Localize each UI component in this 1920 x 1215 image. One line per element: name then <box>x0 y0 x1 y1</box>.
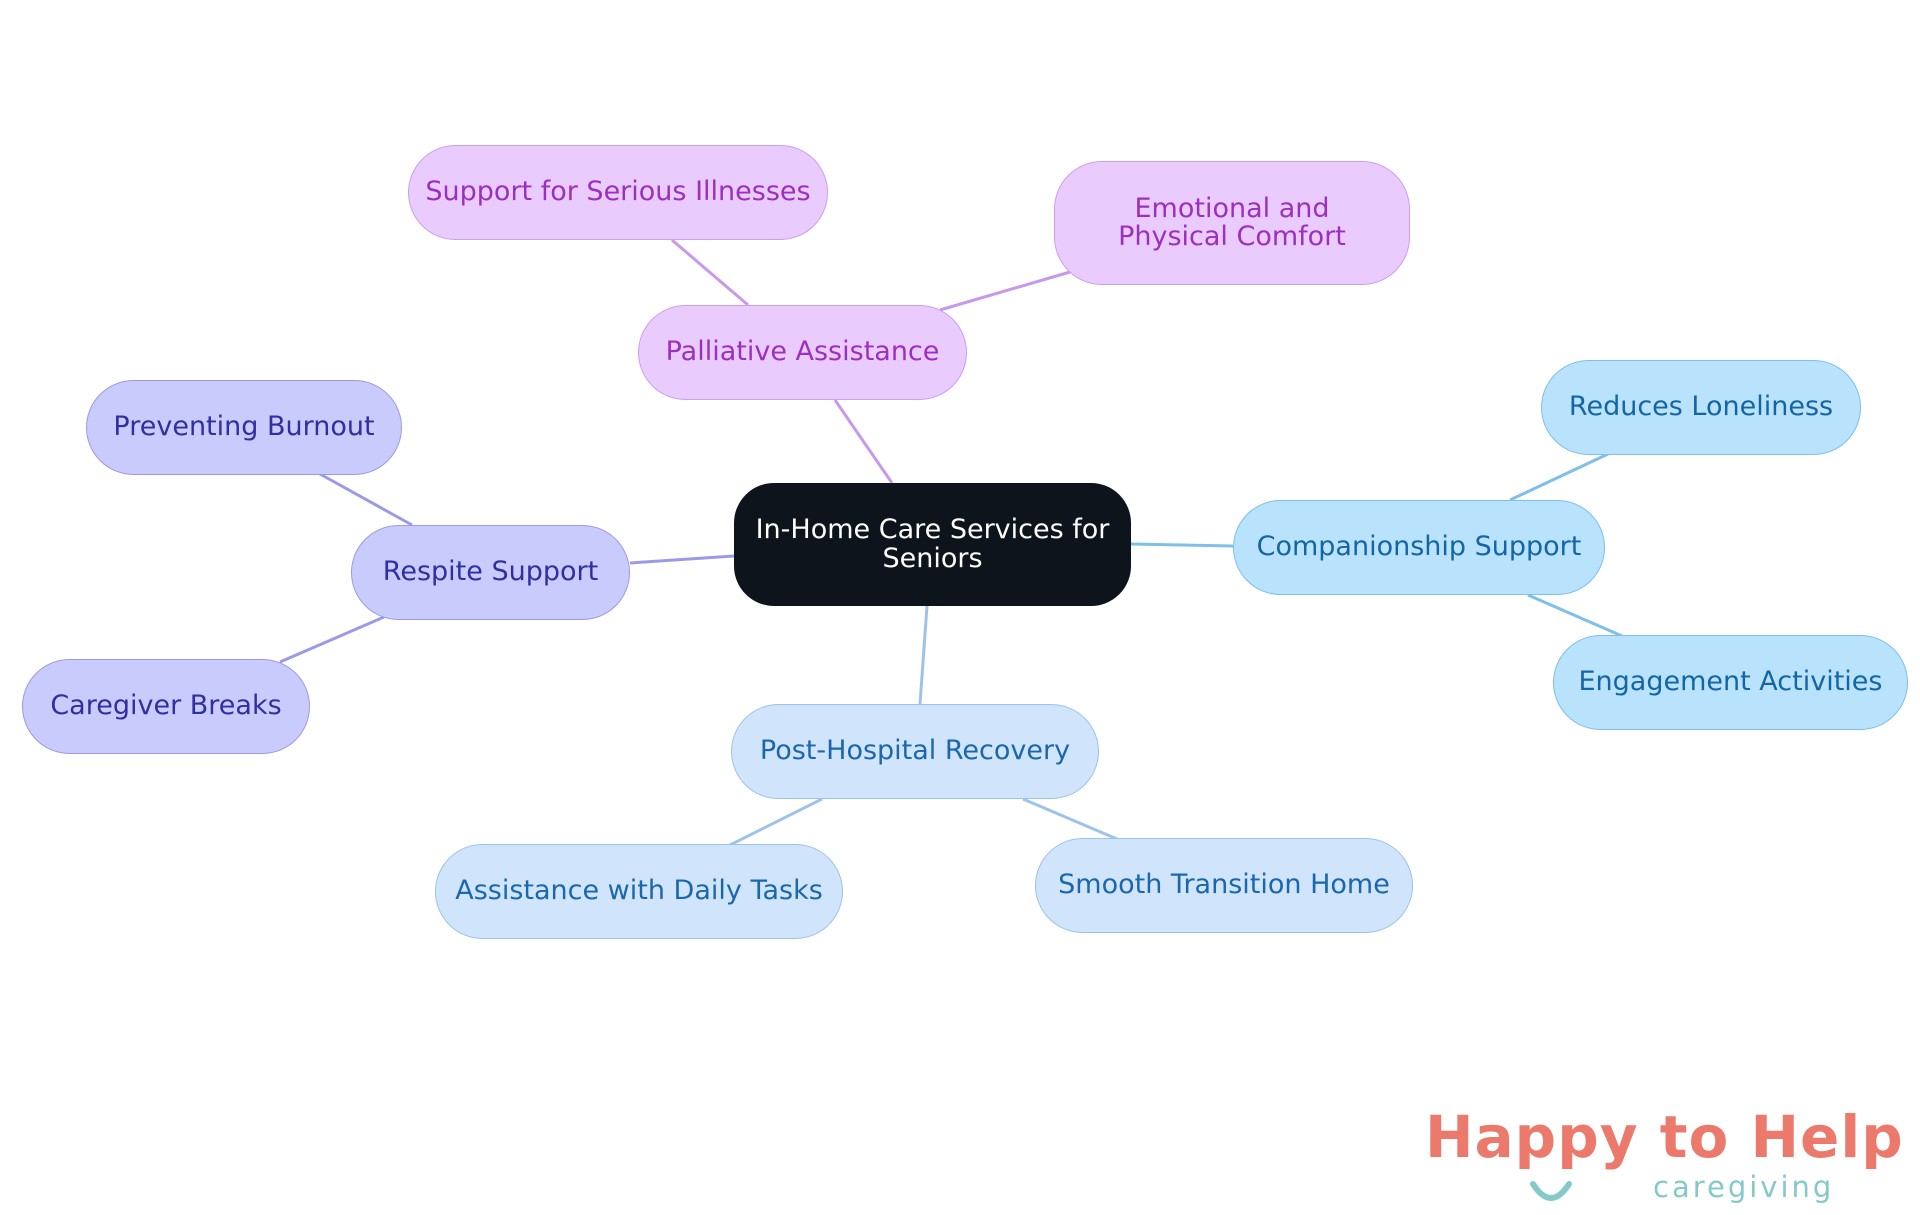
leaf-label: Engagement Activities <box>1578 666 1883 698</box>
branch-node-post-hospital-recovery: Post-Hospital Recovery <box>731 704 1099 799</box>
leaf-node-assistance-daily-tasks: Assistance with Daily Tasks <box>435 844 843 939</box>
connector-respite-breaks <box>279 615 385 664</box>
leaf-label: Assistance with Daily Tasks <box>455 875 823 907</box>
connector-palliative-comfort <box>939 270 1071 312</box>
leaf-label: Support for Serious Illnesses <box>425 176 811 208</box>
connector-respite-burnout <box>319 472 413 527</box>
branch-label: Companionship Support <box>1256 531 1582 563</box>
leaf-node-reduces-loneliness: Reduces Loneliness <box>1541 360 1861 455</box>
connector-recovery-daily <box>729 797 823 847</box>
connector-center-companionship <box>1130 542 1234 548</box>
central-node-label: In-Home Care Services for Seniors <box>755 514 1110 574</box>
connector-palliative-serious <box>671 238 749 307</box>
branch-label: Palliative Assistance <box>665 336 940 368</box>
central-node: In-Home Care Services for Seniors <box>734 483 1131 606</box>
leaf-label: Caregiver Breaks <box>50 690 282 722</box>
leaf-label: Reduces Loneliness <box>1568 391 1834 423</box>
leaf-node-preventing-burnout: Preventing Burnout <box>86 380 402 475</box>
connector-center-recovery <box>918 605 929 705</box>
branch-label: Respite Support <box>382 556 599 588</box>
leaf-node-smooth-transition-home: Smooth Transition Home <box>1035 838 1413 933</box>
connector-companionship-loneliness <box>1509 452 1609 502</box>
logo-subtitle: caregiving <box>1653 1170 1835 1204</box>
logo-title: Happy to Help <box>1425 1103 1904 1171</box>
branch-node-palliative-assistance: Palliative Assistance <box>638 305 967 400</box>
leaf-node-support-serious-illnesses: Support for Serious Illnesses <box>408 145 828 240</box>
leaf-node-emotional-physical-comfort: Emotional and Physical Comfort <box>1054 161 1410 285</box>
connector-center-palliative <box>833 399 894 484</box>
smile-icon <box>1530 1181 1572 1201</box>
leaf-node-engagement-activities: Engagement Activities <box>1553 635 1908 730</box>
connector-center-respite <box>629 554 735 565</box>
leaf-label: Emotional and Physical Comfort <box>1118 192 1346 252</box>
brand-logo: Happy to Help caregiving <box>1425 1108 1903 1208</box>
connector-companionship-engagement <box>1527 593 1623 638</box>
connector-recovery-transition <box>1022 797 1118 841</box>
leaf-label: Preventing Burnout <box>113 411 375 443</box>
branch-node-respite-support: Respite Support <box>351 525 630 620</box>
branch-label: Post-Hospital Recovery <box>759 735 1071 767</box>
branch-node-companionship-support: Companionship Support <box>1233 500 1605 595</box>
leaf-label: Smooth Transition Home <box>1058 869 1390 901</box>
leaf-node-caregiver-breaks: Caregiver Breaks <box>22 659 310 754</box>
